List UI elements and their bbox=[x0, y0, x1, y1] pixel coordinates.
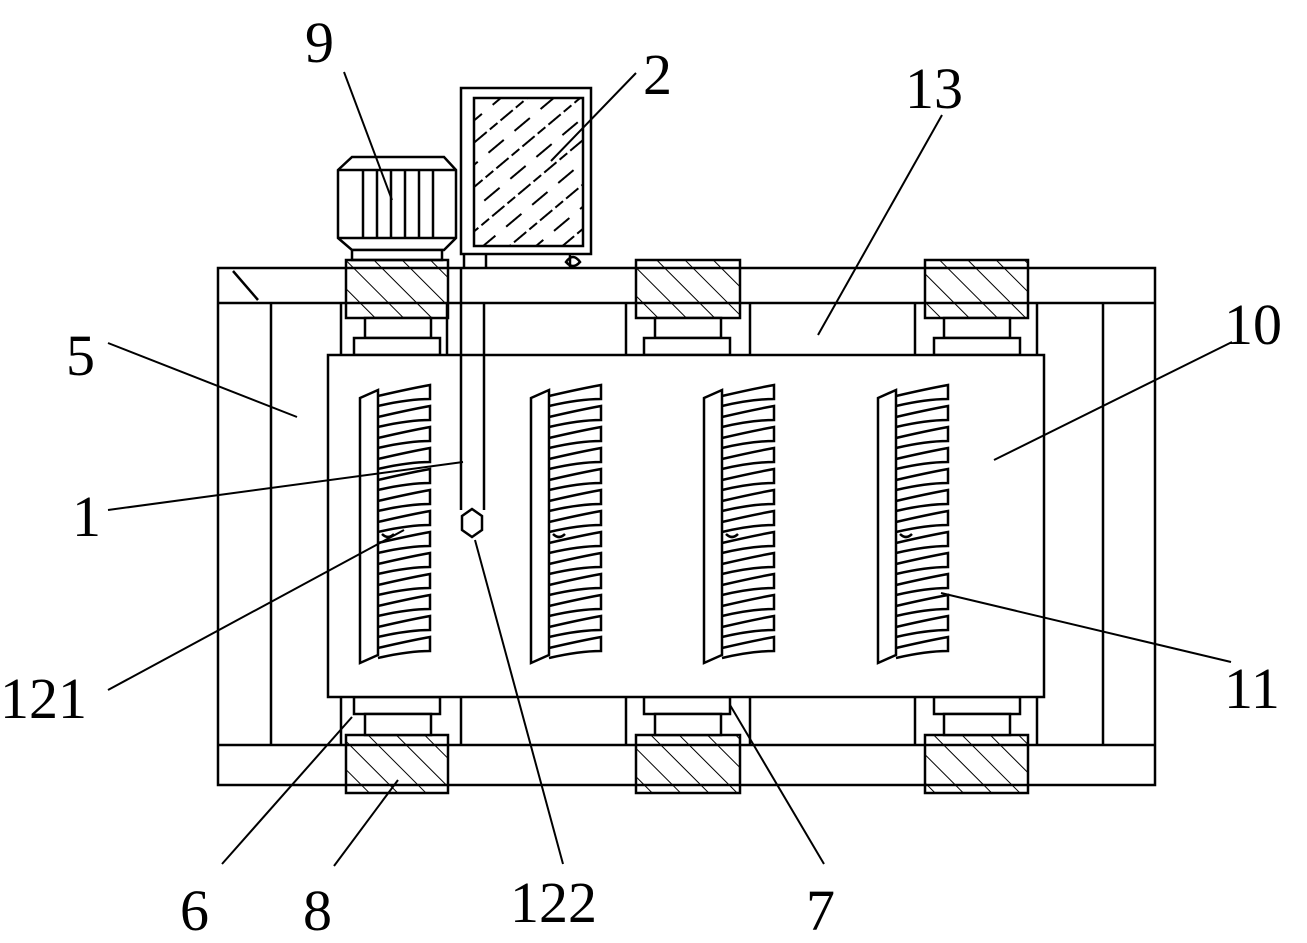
paddle-blade bbox=[895, 467, 950, 492]
motor bbox=[336, 155, 458, 262]
paddle-blade bbox=[895, 530, 950, 555]
paddle-blade bbox=[895, 404, 950, 429]
paddle-blade bbox=[377, 488, 432, 513]
label-13: 13 bbox=[905, 56, 963, 121]
label-2: 2 bbox=[643, 42, 672, 107]
paddle-blade bbox=[377, 635, 432, 660]
part-labels: 9 2 13 10 5 1 121 11 6 8 122 7 bbox=[0, 10, 1282, 943]
paddle-blade bbox=[548, 383, 603, 408]
paddle-blade bbox=[548, 404, 603, 429]
paddle-blade bbox=[548, 614, 603, 639]
paddle-blade bbox=[377, 551, 432, 576]
couplings bbox=[352, 316, 1022, 737]
paddle-assembly bbox=[358, 383, 432, 665]
paddle-blade bbox=[721, 530, 776, 555]
paddle-nub bbox=[899, 533, 913, 539]
paddle-blade bbox=[895, 425, 950, 450]
paddle-blade bbox=[895, 383, 950, 408]
paddle-assembly bbox=[529, 383, 603, 665]
paddle-blade bbox=[548, 488, 603, 513]
paddle-blade bbox=[377, 614, 432, 639]
label-11: 11 bbox=[1224, 656, 1280, 721]
probe-rod bbox=[459, 303, 486, 539]
paddle-blade bbox=[895, 551, 950, 576]
paddle-blade bbox=[377, 425, 432, 450]
paddle-blade bbox=[548, 467, 603, 492]
paddle-blade bbox=[548, 635, 603, 660]
paddle-bar bbox=[702, 388, 724, 665]
label-9: 9 bbox=[305, 10, 334, 75]
paddle-blade bbox=[377, 572, 432, 597]
paddle-blade bbox=[377, 383, 432, 408]
paddle-blade bbox=[721, 551, 776, 576]
paddle-blade bbox=[721, 488, 776, 513]
label-1: 1 bbox=[72, 484, 101, 549]
paddle-assembly bbox=[876, 383, 950, 665]
label-10: 10 bbox=[1224, 292, 1282, 357]
paddle-blade bbox=[377, 509, 432, 534]
paddle-assemblies bbox=[358, 383, 950, 665]
paddle-blade bbox=[548, 446, 603, 471]
paddle-blade bbox=[721, 614, 776, 639]
paddle-bar bbox=[358, 388, 380, 665]
paddle-blade bbox=[377, 530, 432, 555]
paddle-blade bbox=[721, 425, 776, 450]
paddle-blade bbox=[377, 593, 432, 618]
paddle-blade bbox=[721, 593, 776, 618]
label-121: 121 bbox=[0, 666, 87, 731]
label-8: 8 bbox=[303, 878, 332, 943]
paddle-bar bbox=[529, 388, 551, 665]
paddle-blade bbox=[548, 509, 603, 534]
guide-posts bbox=[339, 303, 1039, 745]
bearing-blocks bbox=[344, 258, 1030, 795]
label-5: 5 bbox=[66, 323, 95, 388]
paddle-blade bbox=[895, 488, 950, 513]
paddle-blade bbox=[548, 425, 603, 450]
leader-lines bbox=[107, 71, 1233, 867]
paddle-blade bbox=[895, 446, 950, 471]
paddle-nub bbox=[552, 533, 566, 539]
paddle-bar bbox=[876, 388, 898, 665]
paddle-blade bbox=[721, 467, 776, 492]
control-box bbox=[459, 86, 593, 303]
paddle-blade bbox=[377, 404, 432, 429]
paddle-blade bbox=[548, 572, 603, 597]
paddle-blade bbox=[895, 614, 950, 639]
paddle-blade bbox=[721, 446, 776, 471]
paddle-nub bbox=[725, 533, 739, 539]
paddle-blade bbox=[548, 530, 603, 555]
label-122: 122 bbox=[510, 870, 597, 935]
paddle-blade bbox=[895, 635, 950, 660]
paddle-blade bbox=[721, 572, 776, 597]
label-7: 7 bbox=[806, 878, 835, 943]
paddle-blade bbox=[721, 509, 776, 534]
paddle-blade bbox=[895, 509, 950, 534]
paddle-blade bbox=[721, 383, 776, 408]
paddle-blade bbox=[895, 572, 950, 597]
paddle-blade bbox=[721, 635, 776, 660]
paddle-blade bbox=[377, 446, 432, 471]
paddle-blade bbox=[548, 593, 603, 618]
paddle-blade bbox=[721, 404, 776, 429]
paddle-assembly bbox=[702, 383, 776, 665]
paddle-blade bbox=[895, 593, 950, 618]
paddle-blade bbox=[548, 551, 603, 576]
label-6: 6 bbox=[180, 878, 209, 943]
paddle-blade bbox=[377, 467, 432, 492]
